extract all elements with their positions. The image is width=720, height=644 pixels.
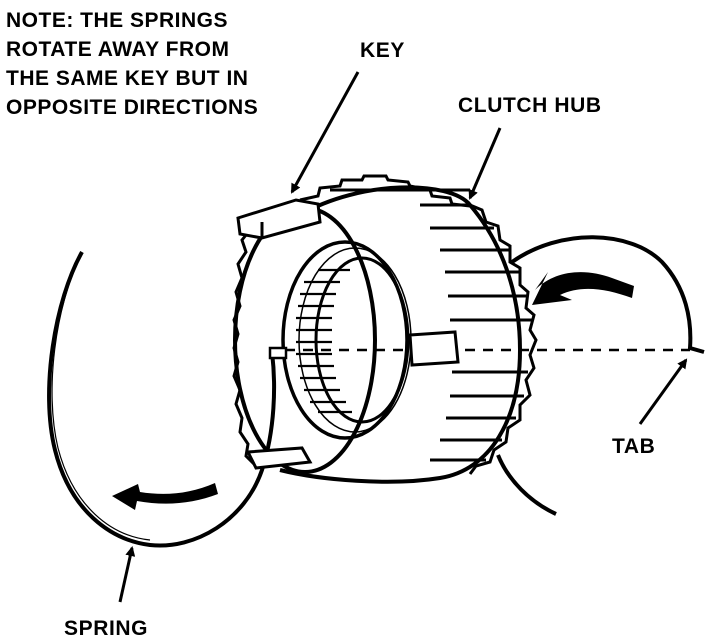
note-line-2: ROTATE AWAY FROM: [6, 38, 230, 61]
left-spring: [47, 251, 277, 548]
clutch-hub-label: CLUTCH HUB: [458, 94, 602, 117]
note-line-3: THE SAME KEY BUT IN: [6, 67, 249, 90]
key-top: [236, 198, 322, 240]
hub-top-teeth: [299, 174, 471, 208]
hub-spline-teeth: [330, 188, 538, 475]
hub-internal-splines: [296, 268, 352, 414]
tab-leader-arrow: [638, 358, 688, 425]
right-rotation-arrow: [532, 272, 634, 305]
tab-label: TAB: [612, 435, 656, 458]
note-line-1: NOTE: THE SPRINGS: [6, 9, 229, 32]
key-bottom: [245, 446, 313, 470]
right-spring: [510, 235, 705, 354]
right-spring-lower: [496, 454, 557, 516]
spring-label: SPRING: [64, 617, 149, 640]
clutch-hub-leader-arrow: [468, 127, 502, 200]
key-right: [408, 330, 460, 367]
hub-front-face-teeth: [232, 229, 258, 468]
spring-tab-marker: [268, 346, 288, 360]
note-line-4: OPPOSITE DIRECTIONS: [6, 96, 259, 119]
key-label: KEY: [360, 39, 405, 62]
left-rotation-arrow: [112, 483, 218, 510]
hub-bore-inner: [314, 256, 410, 424]
spring-leader-arrow: [118, 546, 136, 603]
key-leader-arrow: [290, 71, 360, 194]
left-spring-inner-stroke: [51, 257, 151, 541]
note-text: NOTE: THE SPRINGS ROTATE AWAY FROM THE S…: [6, 6, 258, 122]
